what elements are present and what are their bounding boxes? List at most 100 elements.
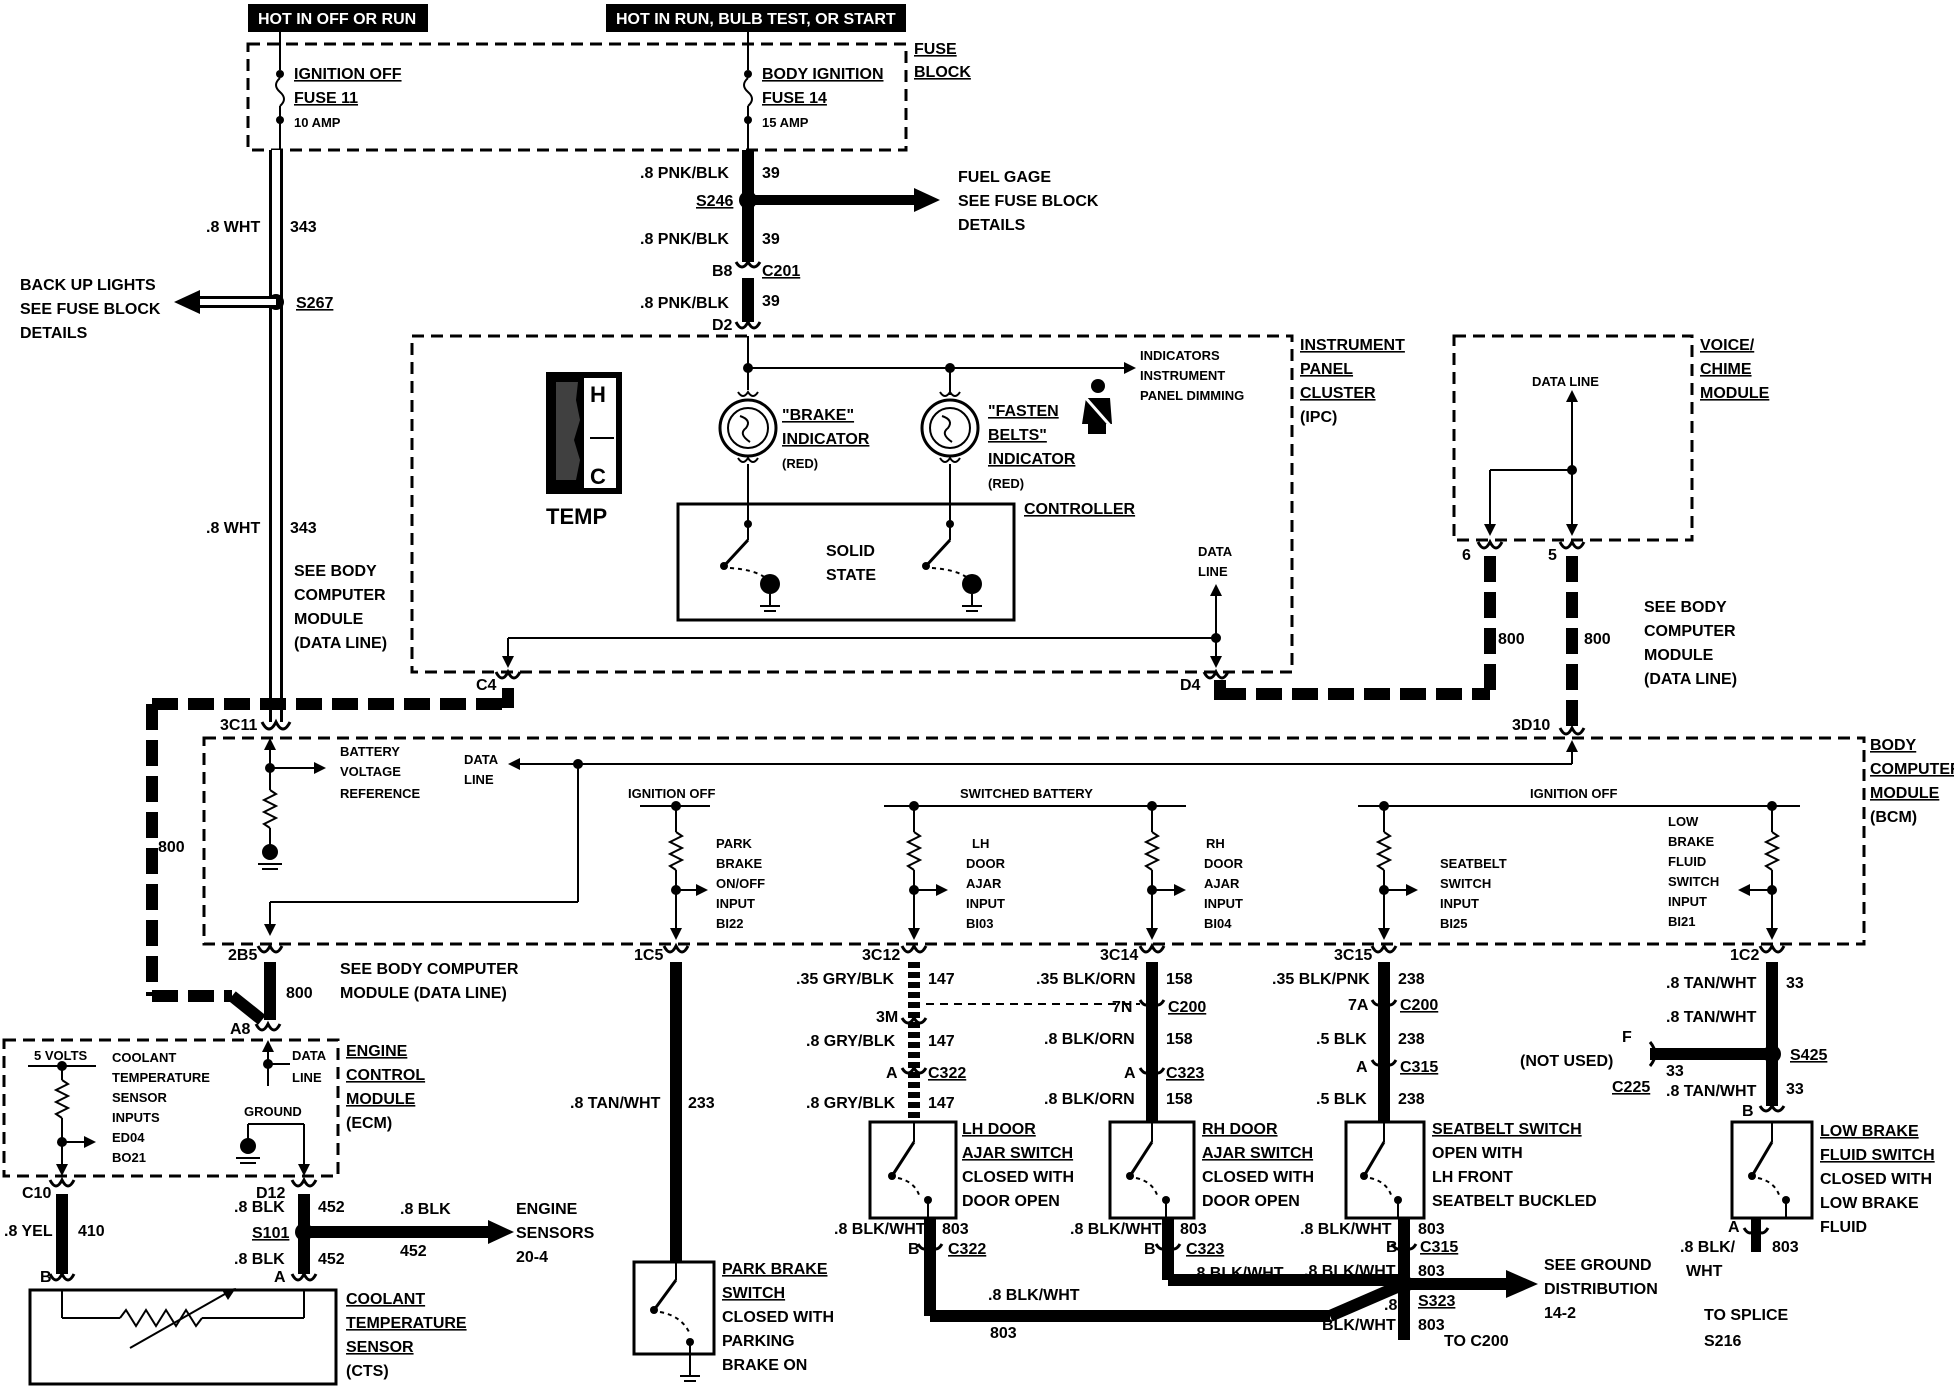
svg-text:BI04: BI04: [1204, 916, 1232, 931]
svg-text:STATE: STATE: [826, 567, 876, 584]
svg-text:147: 147: [928, 1095, 955, 1112]
fuel-gage-note: FUEL GAGE SEE FUSE BLOCK DETAILS: [958, 169, 1099, 234]
svg-text:INSTRUMENT: INSTRUMENT: [1140, 368, 1225, 383]
fuse-11: IGNITION OFF FUSE 11 10 AMP: [275, 32, 402, 150]
svg-text:147: 147: [928, 1033, 955, 1050]
wire-800-voice: 800 800: [1214, 556, 1611, 736]
svg-text:TEMPERATURE: TEMPERATURE: [346, 1315, 467, 1332]
svg-text:AJAR: AJAR: [966, 876, 1002, 891]
bcm-pins: 2B5 1C5 3C12 3C14 3C15 1C2: [228, 942, 1786, 964]
svg-text:MODULE: MODULE: [1870, 785, 1940, 802]
svg-text:233: 233: [688, 1095, 715, 1112]
svg-text:SEE BODY COMPUTER: SEE BODY COMPUTER: [340, 961, 519, 978]
svg-text:LOW: LOW: [1668, 814, 1699, 829]
svg-text:DATA: DATA: [292, 1048, 327, 1063]
svg-text:LOW BRAKE: LOW BRAKE: [1820, 1195, 1919, 1212]
ground-bus: .8 BLK/WHT 803 .8 BLK/WHT .8 BLK/WHT 803…: [930, 1263, 1538, 1350]
svg-text:COOLANT: COOLANT: [112, 1050, 176, 1065]
svg-text:DETAILS: DETAILS: [20, 325, 88, 342]
svg-text:.35 BLK/PNK: .35 BLK/PNK: [1272, 971, 1370, 988]
svg-text:BACK UP LIGHTS: BACK UP LIGHTS: [20, 277, 156, 294]
svg-text:452: 452: [318, 1251, 345, 1268]
svg-text:BLK/WHT: BLK/WHT: [1322, 1317, 1396, 1334]
svg-text:FUSE 14: FUSE 14: [762, 90, 827, 107]
park-brake-switch: PARK BRAKE SWITCH CLOSED WITH PARKING BR…: [632, 1260, 834, 1382]
svg-text:INPUT: INPUT: [1668, 894, 1707, 909]
svg-text:FUEL GAGE: FUEL GAGE: [958, 169, 1051, 186]
svg-text:C4: C4: [476, 677, 497, 694]
bcm-outline: [202, 736, 1866, 946]
wire-238: .35 BLK/PNK 238 7A C200 .5 BLK 238 A C31…: [1272, 962, 1438, 1122]
connector-c323-b: C323: [1186, 1241, 1224, 1258]
svg-text:BI21: BI21: [1668, 914, 1695, 929]
svg-text:B: B: [1386, 1239, 1398, 1256]
svg-text:A: A: [1124, 1065, 1136, 1082]
brake-indicator: "BRAKE" INDICATOR (RED): [718, 390, 870, 528]
svg-text:33: 33: [1786, 975, 1804, 992]
svg-text:(CTS): (CTS): [346, 1363, 389, 1380]
svg-text:A: A: [1356, 1059, 1368, 1076]
svg-text:DETAILS: DETAILS: [958, 217, 1026, 234]
see-bcm-note-left: SEE BODY COMPUTER MODULE (DATA LINE): [294, 563, 387, 652]
svg-text:803: 803: [1418, 1317, 1445, 1334]
svg-text:SEATBELT SWITCH: SEATBELT SWITCH: [1432, 1121, 1582, 1138]
svg-text:B: B: [40, 1269, 52, 1286]
svg-text:INSTRUMENT: INSTRUMENT: [1300, 337, 1405, 354]
voice-chime-outline: [1452, 334, 1694, 542]
svg-text:DATA: DATA: [464, 752, 499, 767]
svg-text:238: 238: [1398, 1091, 1425, 1108]
svg-text:PANEL: PANEL: [1300, 361, 1353, 378]
seatbelt-icon: [1082, 379, 1116, 434]
svg-text:7A: 7A: [1348, 997, 1369, 1014]
ecm-ground: GROUND: [236, 1104, 310, 1176]
svg-text:.8 TAN/WHT: .8 TAN/WHT: [1666, 975, 1757, 992]
svg-text:ON/OFF: ON/OFF: [716, 876, 765, 891]
svg-text:COOLANT: COOLANT: [346, 1291, 425, 1308]
see-bcm-note-bottom: SEE BODY COMPUTER MODULE (DATA LINE): [340, 961, 519, 1002]
svg-text:C: C: [590, 464, 606, 489]
svg-text:D2: D2: [712, 317, 733, 334]
svg-text:343: 343: [290, 520, 317, 537]
pin-3c11: 3C11: [220, 717, 257, 734]
svg-text:FLUID: FLUID: [1668, 854, 1706, 869]
svg-text:800: 800: [158, 839, 185, 856]
svg-text:WHT: WHT: [1686, 1263, 1723, 1280]
svg-text:SEE GROUND: SEE GROUND: [1544, 1257, 1652, 1274]
svg-text:803: 803: [1180, 1221, 1207, 1238]
svg-text:SEE BODY: SEE BODY: [294, 563, 377, 580]
svg-text:FLUID SWITCH: FLUID SWITCH: [1820, 1147, 1935, 1164]
svg-text:INDICATORS: INDICATORS: [1140, 348, 1220, 363]
svg-text:BRAKE ON: BRAKE ON: [722, 1357, 807, 1374]
svg-text:(BCM): (BCM): [1870, 809, 1917, 826]
svg-text:COMPUTER: COMPUTER: [1644, 623, 1736, 640]
svg-text:"BRAKE": "BRAKE": [782, 407, 854, 424]
svg-text:.8 BLK/WHT: .8 BLK/WHT: [1304, 1263, 1396, 1280]
svg-text:.8 TAN/WHT: .8 TAN/WHT: [1666, 1009, 1757, 1026]
svg-text:800: 800: [1584, 631, 1611, 648]
svg-text:CLUSTER: CLUSTER: [1300, 385, 1376, 402]
svg-text:.8 PNK/BLK: .8 PNK/BLK: [640, 165, 729, 182]
svg-text:10 AMP: 10 AMP: [294, 115, 341, 130]
svg-text:INPUT: INPUT: [1204, 896, 1243, 911]
svg-text:452: 452: [318, 1199, 345, 1216]
svg-text:.8 GRY/BLK: .8 GRY/BLK: [806, 1033, 896, 1050]
svg-text:DATA LINE: DATA LINE: [1532, 374, 1599, 389]
svg-text:TEMPERATURE: TEMPERATURE: [112, 1070, 210, 1085]
svg-text:"FASTEN: "FASTEN: [988, 403, 1059, 420]
connector-c322: C322: [928, 1065, 966, 1082]
svg-text:FLUID: FLUID: [1820, 1219, 1867, 1236]
svg-text:A: A: [274, 1269, 286, 1286]
svg-text:238: 238: [1398, 1031, 1425, 1048]
svg-text:INPUTS: INPUTS: [112, 1110, 160, 1125]
svg-text:158: 158: [1166, 1031, 1193, 1048]
svg-text:INPUT: INPUT: [716, 896, 755, 911]
fuse-14: BODY IGNITION FUSE 14 15 AMP: [743, 32, 884, 150]
svg-text:MODULE: MODULE: [294, 611, 364, 628]
ecm-pins: C10 D12: [22, 1176, 318, 1202]
svg-text:CHIME: CHIME: [1700, 361, 1752, 378]
svg-text:VOICE/: VOICE/: [1700, 337, 1755, 354]
svg-text:.35 BLK/ORN: .35 BLK/ORN: [1036, 971, 1136, 988]
wire-233: .8 TAN/WHT 233: [570, 962, 715, 1262]
svg-text:(DATA LINE): (DATA LINE): [294, 635, 387, 652]
svg-text:39: 39: [762, 165, 780, 182]
